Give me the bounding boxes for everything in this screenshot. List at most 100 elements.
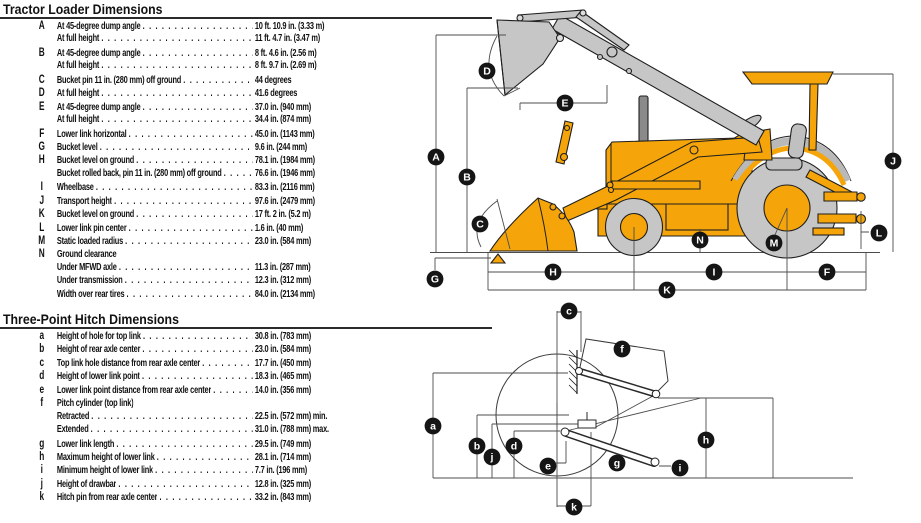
row-value: 18.3 in. (465 mm) <box>254 371 311 383</box>
row-value: 45.0 in. (1143 mm) <box>254 128 315 140</box>
row-letter: N <box>38 248 45 261</box>
table-row: F Lower link horizontal 45.0 in. (1143 m… <box>0 128 420 141</box>
leader-dots <box>157 452 253 463</box>
svg-text:K: K <box>663 285 671 297</box>
tractor-loader-diagram: A B C D E F G H I J K L M N <box>426 9 902 299</box>
row-value: 37.0 in. (940 mm) <box>254 101 311 113</box>
row-label: Bucket level on ground <box>56 155 135 167</box>
table-row: Extended 31.0 in. (788 mm) max. <box>0 424 420 437</box>
table-row: c Top link hole distance from rear axle … <box>0 357 420 370</box>
table-row: d Height of lower link point 18.3 in. (4… <box>0 370 420 383</box>
row-letter: C <box>38 73 45 86</box>
row-letter: A <box>38 20 45 32</box>
row-label: Bucket level on ground <box>56 209 135 221</box>
top-link-rear <box>823 191 858 202</box>
dim-label-I: I <box>705 263 723 281</box>
row-label: Retracted <box>56 410 90 422</box>
leader-dots <box>114 196 253 207</box>
table-row: i Minimum height of lower link 7.7 in. (… <box>0 464 420 477</box>
row-label: Transport height <box>56 195 112 207</box>
row-letter: g <box>39 437 45 450</box>
svg-text:A: A <box>432 152 440 164</box>
row-letter: h <box>39 450 45 463</box>
dirt-pile <box>489 253 507 264</box>
dim-label-N: N <box>691 231 709 249</box>
dim-label-L: L <box>870 224 888 242</box>
table-row: At full height 8 ft. 9.7 in. (2.69 m) <box>0 60 420 73</box>
dim-label-K: K <box>658 281 676 299</box>
table-row: L Lower link pin center 1.6 in. (40 mm) <box>0 222 420 235</box>
svg-text:h: h <box>703 435 709 447</box>
row-value: 76.6 in. (1946 mm) <box>254 167 315 179</box>
dim-label-i: i <box>671 459 689 477</box>
leader-dots <box>136 155 252 166</box>
row-value: 1.6 in. (40 mm) <box>254 222 304 234</box>
table-row: b Height of rear axle center 23.0 in. (5… <box>0 343 420 356</box>
row-value: 14.0 in. (356 mm) <box>254 384 311 396</box>
row-value: 8 ft. 9.7 in. (2.69 m) <box>254 60 317 72</box>
svg-text:j: j <box>490 452 494 464</box>
row-letter: K <box>38 208 45 221</box>
row-label: Width over rear tires <box>56 288 125 300</box>
pitch-cylinder-frame <box>579 338 669 392</box>
row-letter: j <box>40 477 43 490</box>
svg-text:c: c <box>566 306 572 318</box>
table-row: K Bucket level on ground 17 ft. 2 in. (5… <box>0 208 420 221</box>
dim-label-E: E <box>556 94 574 112</box>
row-value: 29.5 in. (749 mm) <box>254 438 311 450</box>
svg-text:G: G <box>431 274 439 286</box>
loader-dimensions-table: A At 45-degree dump angle 10 ft. 10.9 in… <box>0 20 420 302</box>
row-value: 9.6 in. (244 mm) <box>254 141 308 153</box>
row-label: Wheelbase <box>56 182 94 194</box>
dim-label-A: A <box>427 148 445 166</box>
dim-label-F: F <box>818 263 836 281</box>
leader-dots <box>125 275 253 286</box>
leader-dots <box>100 142 253 153</box>
table-row: f Pitch cylinder (top link) <box>0 397 420 410</box>
leader-dots <box>101 114 252 125</box>
row-label: Height of rear axle center <box>56 344 141 356</box>
svg-text:i: i <box>679 463 682 475</box>
leader-dots <box>129 129 253 140</box>
leader-dots <box>155 465 253 476</box>
row-letter: f <box>40 397 44 410</box>
row-value: 17 ft. 2 in. (5.2 m) <box>254 209 311 221</box>
row-label: Lower link point distance from rear axle… <box>56 384 212 396</box>
dim-label-h: h <box>697 431 715 449</box>
row-label: Maximum height of lower link <box>56 451 155 463</box>
row-label: Height of drawbar <box>56 478 117 490</box>
leader-dots <box>202 358 252 369</box>
row-label: At full height <box>56 60 100 72</box>
row-value: 83.3 in. (2116 mm) <box>254 182 315 194</box>
leader-dots <box>143 48 253 59</box>
row-label: At full height <box>56 33 100 45</box>
rops-post <box>808 83 819 151</box>
leader-dots <box>129 223 253 234</box>
exhaust-stack <box>638 95 649 143</box>
row-letter: B <box>38 46 45 59</box>
row-value: 34.4 in. (874 mm) <box>254 114 311 126</box>
row-label: Height of lower link point <box>56 371 140 383</box>
top-link-pivot <box>575 367 583 375</box>
table-row: Retracted 22.5 in. (572 mm) min. <box>0 411 420 424</box>
row-letter: c <box>39 356 45 369</box>
dimension-tables: A At 45-degree dump angle 10 ft. 10.9 in… <box>0 0 420 523</box>
row-label: Height of hole for top link <box>56 331 141 342</box>
table-row: Under MFWD axle 11.3 in. (287 mm) <box>0 262 420 275</box>
row-value: 8 ft. 4.6 in. (2.56 m) <box>254 47 317 59</box>
drawbar-schematic <box>577 419 597 429</box>
bucket-dumping <box>496 19 561 97</box>
dim-label-M: M <box>765 234 783 252</box>
row-value: 31.0 in. (788 mm) max. <box>254 424 329 436</box>
row-label: Under MFWD axle <box>56 261 117 273</box>
seat-back <box>787 123 807 159</box>
dim-label-c: c <box>560 302 578 320</box>
leader-dots <box>101 60 252 71</box>
table-row: Under transmission 12.3 in. (312 mm) <box>0 275 420 288</box>
leader-dots <box>143 102 253 113</box>
leader-dots <box>125 236 253 247</box>
section-title-loader: Tractor Loader Dimensions <box>3 1 163 17</box>
row-label: Static loaded radius <box>56 236 124 247</box>
table-row: h Maximum height of lower link 28.1 in. … <box>0 451 420 464</box>
row-label: Bucket pin 11 in. (280 mm) off ground <box>56 74 182 86</box>
